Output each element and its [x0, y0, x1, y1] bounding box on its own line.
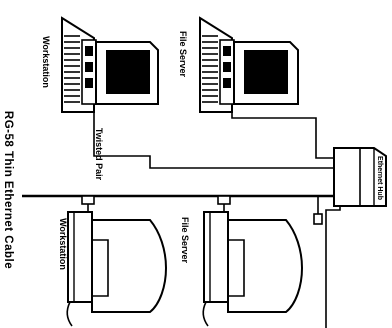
bottom-file-server-monitor — [227, 219, 304, 313]
ethernet-hub-label: Ethernet Hub — [376, 156, 383, 200]
twisted-pair-cable-workstation — [93, 108, 334, 169]
bottom-file-server-mouse-cord — [202, 301, 209, 327]
bus-tap-hub — [313, 196, 323, 225]
bottom-workstation-monitor — [91, 219, 168, 313]
bottom-file-server: File Server — [180, 195, 304, 327]
thin-ethernet-cable-label: RG-58 Thin Ethernet Cable — [2, 111, 14, 269]
bottom-workstation-label: Workstation — [58, 218, 68, 270]
bottom-workstation: Workstation — [58, 195, 168, 327]
twisted-pair-label: Twisted Pair — [94, 128, 104, 181]
top-workstation-tower-vents — [64, 35, 80, 103]
twisted-pair-cables — [93, 108, 341, 328]
top-workstation-label: Workstation — [41, 36, 51, 88]
top-workstation: Workstation — [41, 16, 159, 113]
top-workstation-drive-icons — [85, 46, 93, 88]
top-file-server-drive-icons — [223, 46, 231, 88]
ethernet-hub: Ethernet Hub — [333, 147, 387, 207]
top-workstation-screen — [106, 50, 150, 94]
twisted-pair-cable-hub-down — [325, 206, 341, 328]
bottom-file-server-monitor-stand — [228, 239, 245, 297]
top-file-server-tower-vents — [202, 35, 218, 103]
bottom-workstation-t-connector — [81, 195, 95, 212]
bottom-workstation-monitor-stand — [92, 239, 109, 297]
top-file-server-screen — [244, 50, 288, 94]
bottom-file-server-t-connector — [217, 195, 231, 212]
top-file-server-label: File Server — [178, 31, 188, 78]
twisted-pair-cable-file-server — [231, 108, 334, 159]
bottom-workstation-mouse-cord — [66, 301, 73, 327]
bottom-workstation-case — [67, 211, 93, 303]
bottom-file-server-case — [203, 211, 229, 303]
bottom-file-server-label: File Server — [180, 217, 190, 264]
top-file-server: File Server — [178, 16, 299, 113]
